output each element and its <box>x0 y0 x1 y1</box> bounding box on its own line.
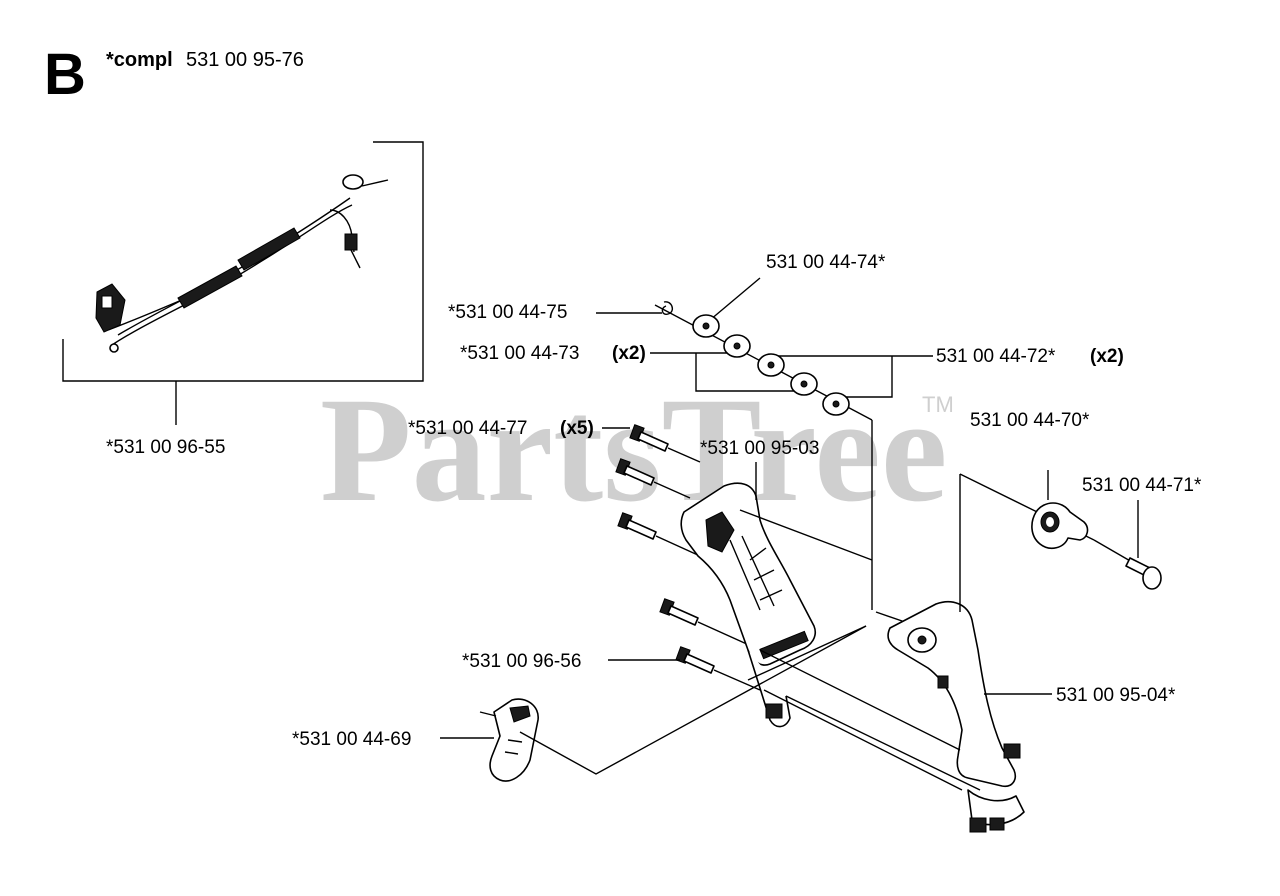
handle-frame-part <box>747 473 1095 833</box>
kit-label: *compl <box>106 49 173 71</box>
label-washer-right-qty: (x2) <box>1090 346 1124 367</box>
ring-terminal <box>329 174 389 269</box>
label-screws-qty: (x5) <box>560 418 594 439</box>
label-screws: *531 00 44-77 <box>408 418 527 439</box>
clip-part <box>661 301 674 316</box>
wire-harness-drawing <box>95 174 389 353</box>
watermark-text: PartsTree <box>320 367 947 533</box>
label-handle-half: *531 00 95-03 <box>700 438 819 459</box>
switch-connector <box>95 283 126 333</box>
wire-harness-bracket <box>62 141 424 425</box>
label-washer-pair-qty: (x2) <box>612 343 646 364</box>
washer-2 <box>723 334 751 358</box>
corrugated-tube-left <box>177 265 243 309</box>
label-screw-lower: *531 00 96-56 <box>462 651 581 672</box>
screw-1 <box>629 424 701 463</box>
washer-3 <box>757 353 785 377</box>
washers <box>692 314 850 416</box>
label-handle-frame: 531 00 95-04* <box>1056 685 1176 706</box>
handle-half-part <box>680 482 873 666</box>
label-knob: 531 00 44-70* <box>970 410 1090 431</box>
washer-4 <box>790 372 818 396</box>
washer-1 <box>692 314 720 338</box>
label-throttle-trigger: *531 00 44-69 <box>292 729 411 750</box>
knob-pin-part <box>1093 500 1162 590</box>
label-washer-pair: *531 00 44-73 <box>460 343 579 364</box>
section-letter: B <box>44 42 86 107</box>
label-knob-pin: 531 00 44-71* <box>1082 475 1202 496</box>
kit-number: 531 00 95-76 <box>186 49 304 71</box>
screw-5 <box>675 646 761 691</box>
knob-part <box>1031 470 1089 550</box>
screw-2 <box>615 458 691 499</box>
screw-3 <box>617 512 701 557</box>
label-washer-right: 531 00 44-72* <box>936 346 1056 367</box>
watermark-tm: TM <box>922 392 954 417</box>
label-clip: *531 00 44-75 <box>448 302 567 323</box>
label-wire-harness: *531 00 96-55 <box>106 437 225 458</box>
label-washer-top: 531 00 44-74* <box>766 252 886 273</box>
leader-lines-lower <box>440 427 1052 739</box>
corrugated-tube-right <box>237 227 301 271</box>
washer-5 <box>822 392 850 416</box>
throttle-trigger-part <box>479 625 867 782</box>
screws <box>615 424 761 691</box>
callout-labels: *531 00 96-55 *531 00 44-75 531 00 44-74… <box>106 252 1202 750</box>
